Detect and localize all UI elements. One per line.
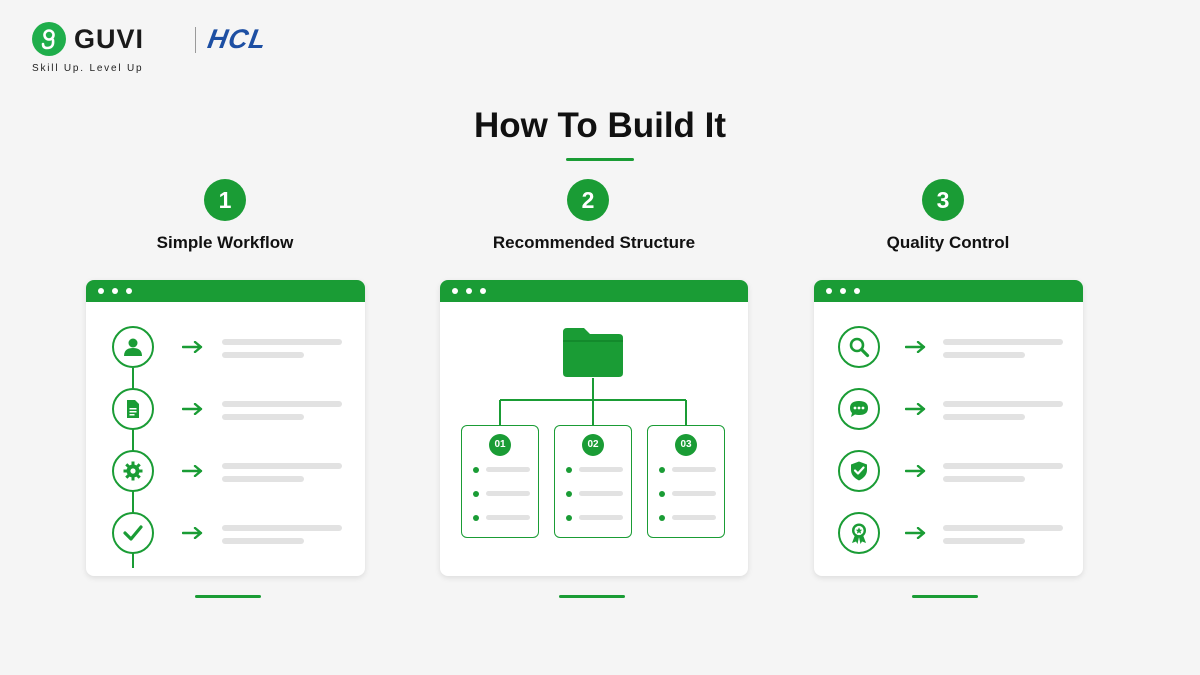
- step-1-title: Simple Workflow: [156, 233, 294, 252]
- placeholder-line: [579, 491, 623, 496]
- subfolder-number: 02: [582, 434, 604, 456]
- window-dot: [126, 288, 132, 294]
- arrow-right-icon: [905, 465, 926, 477]
- step-3-badge: 3: [922, 179, 964, 221]
- shield-check-icon: [838, 450, 880, 492]
- arrow-right-icon: [905, 341, 926, 353]
- placeholder-line: [222, 525, 342, 531]
- placeholder-line: [943, 525, 1063, 531]
- window-dot: [854, 288, 860, 294]
- window-dot: [480, 288, 486, 294]
- window-dot: [112, 288, 118, 294]
- arrow-right-icon: [905, 527, 926, 539]
- window-titlebar: [86, 280, 365, 302]
- brand-divider: [195, 27, 196, 53]
- window-dot: [452, 288, 458, 294]
- bullet-point: [566, 515, 572, 521]
- placeholder-line: [486, 491, 530, 496]
- subfolder-number: 01: [489, 434, 511, 456]
- quality-control-card: [814, 280, 1083, 576]
- search-icon: [838, 326, 880, 368]
- window-dot: [98, 288, 104, 294]
- arrow-right-icon: [182, 465, 203, 477]
- check-icon: [112, 512, 154, 554]
- subfolder-card-02: 02: [554, 425, 632, 538]
- brand-logo: GUVI HCL Skill Up. Level Up: [32, 20, 332, 80]
- placeholder-line: [943, 352, 1025, 358]
- subfolder-number: 03: [675, 434, 697, 456]
- arrow-right-icon: [182, 403, 203, 415]
- bullet-point: [566, 467, 572, 473]
- bullet-point: [566, 491, 572, 497]
- bullet-point: [473, 491, 479, 497]
- placeholder-line: [943, 476, 1025, 482]
- placeholder-line: [579, 467, 623, 472]
- tagline: Skill Up. Level Up: [32, 63, 144, 74]
- arrow-right-icon: [182, 341, 203, 353]
- placeholder-line: [486, 515, 530, 520]
- window-dot: [466, 288, 472, 294]
- bullet-point: [659, 467, 665, 473]
- placeholder-line: [943, 414, 1025, 420]
- guvi-logo-icon: [32, 22, 66, 56]
- placeholder-line: [222, 401, 342, 407]
- page-title: How To Build It: [473, 106, 727, 145]
- card-underline: [912, 595, 978, 598]
- bullet-point: [659, 491, 665, 497]
- structure-card: 01 02 03: [440, 280, 748, 576]
- placeholder-line: [943, 538, 1025, 544]
- window-titlebar: [440, 280, 748, 302]
- gear-icon: [112, 450, 154, 492]
- placeholder-line: [222, 414, 304, 420]
- placeholder-line: [222, 476, 304, 482]
- user-icon: [112, 326, 154, 368]
- arrow-right-icon: [905, 403, 926, 415]
- card-underline: [559, 595, 625, 598]
- bullet-point: [659, 515, 665, 521]
- subfolder-card-03: 03: [647, 425, 725, 538]
- placeholder-line: [672, 491, 716, 496]
- bullet-point: [473, 515, 479, 521]
- step-2-title: Recommended Structure: [492, 233, 696, 252]
- placeholder-line: [943, 401, 1063, 407]
- workflow-card: [86, 280, 365, 576]
- window-dot: [840, 288, 846, 294]
- placeholder-line: [579, 515, 623, 520]
- step-2-badge: 2: [567, 179, 609, 221]
- title-underline: [566, 158, 634, 161]
- folder-icon: [563, 328, 623, 377]
- step-1-badge: 1: [204, 179, 246, 221]
- placeholder-line: [672, 467, 716, 472]
- placeholder-line: [486, 467, 530, 472]
- placeholder-line: [222, 463, 342, 469]
- arrow-right-icon: [182, 527, 203, 539]
- document-icon: [112, 388, 154, 430]
- guvi-wordmark: GUVI: [74, 24, 145, 54]
- placeholder-line: [222, 339, 342, 345]
- placeholder-line: [943, 339, 1063, 345]
- award-badge-icon: [838, 512, 880, 554]
- placeholder-line: [222, 538, 304, 544]
- chat-icon: [838, 388, 880, 430]
- bullet-point: [473, 467, 479, 473]
- tree-connectors: [499, 378, 687, 425]
- placeholder-line: [943, 463, 1063, 469]
- placeholder-line: [222, 352, 304, 358]
- subfolder-card-01: 01: [461, 425, 539, 538]
- card-underline: [195, 595, 261, 598]
- window-dot: [826, 288, 832, 294]
- placeholder-line: [672, 515, 716, 520]
- hcl-wordmark: HCL: [205, 24, 270, 54]
- step-3-title: Quality Control: [886, 233, 1010, 252]
- window-titlebar: [814, 280, 1083, 302]
